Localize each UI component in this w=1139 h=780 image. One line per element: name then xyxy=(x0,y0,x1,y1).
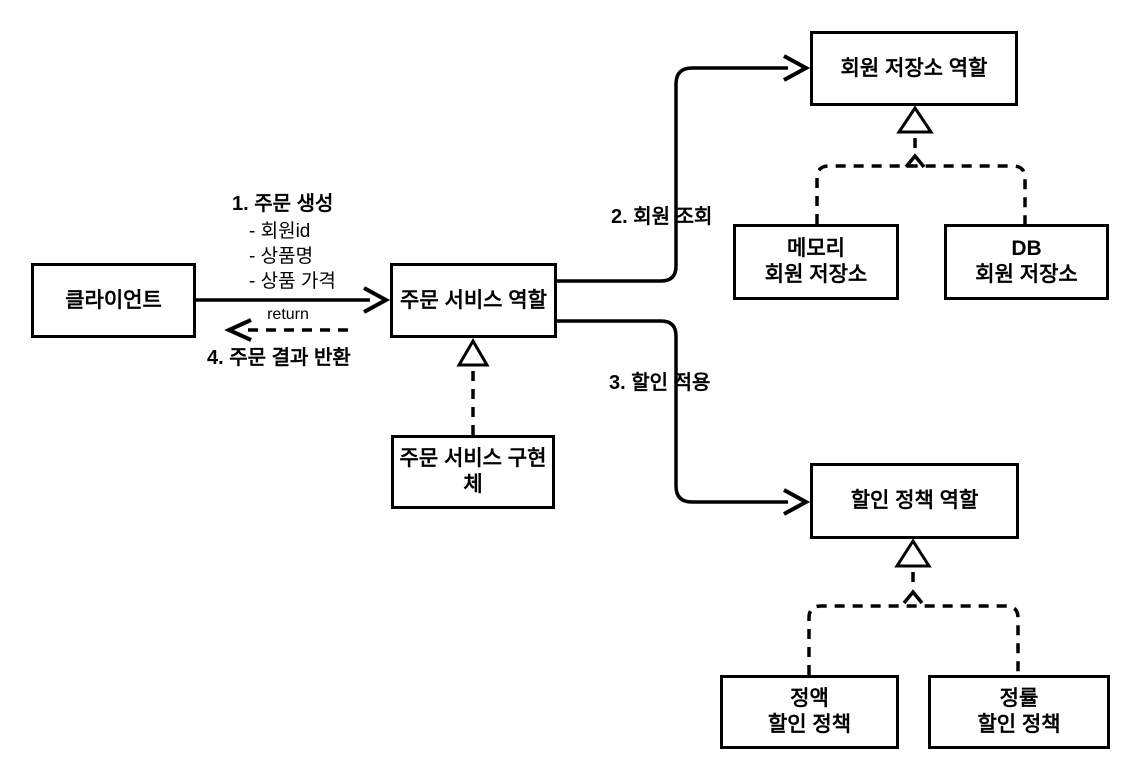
node-db-member-repo: DB 회원 저장소 xyxy=(944,224,1109,300)
node-order-service-role-label: 주문 서비스 역할 xyxy=(400,288,547,312)
node-rate-discount-policy: 정률 할인 정책 xyxy=(928,675,1110,749)
label-return: return xyxy=(267,306,309,323)
arrow-discount-apply-head-icon xyxy=(783,488,811,516)
node-order-service-impl: 주문 서비스 구현체 xyxy=(391,435,555,509)
node-client: 클라이언트 xyxy=(31,263,196,338)
node-rate-discount-policy-line1: 정률 xyxy=(999,687,1039,711)
policy-tree-branch-line xyxy=(807,604,1020,675)
node-order-service-role: 주문 서비스 역할 xyxy=(390,263,557,338)
arrow-order-create-head-icon xyxy=(363,286,391,314)
label-step1-item3: - 상품 가격 xyxy=(249,271,336,292)
node-fixed-discount-policy-line1: 정액 xyxy=(790,687,829,711)
arrow-return-head-icon xyxy=(224,318,252,342)
member-tree-chevron-icon xyxy=(904,153,926,169)
generalization-triangle-icon xyxy=(896,105,934,134)
node-db-member-repo-line2: 회원 저장소 xyxy=(975,263,1078,286)
node-db-member-repo-line1: DB xyxy=(1011,237,1042,261)
label-step1-item1: - 회원id xyxy=(249,221,311,242)
node-memory-member-repo: 메모리 회원 저장소 xyxy=(733,224,899,300)
arrow-discount-apply-line xyxy=(557,319,788,504)
node-fixed-discount-policy: 정액 할인 정책 xyxy=(720,675,899,749)
label-step3: 3. 할인 적용 xyxy=(609,372,711,394)
node-order-service-impl-label: 주문 서비스 구현체 xyxy=(399,447,547,496)
node-discount-policy-role: 할인 정책 역할 xyxy=(810,463,1019,539)
generalization-triangle-icon xyxy=(456,338,490,367)
arrow-member-lookup-head-icon xyxy=(783,54,811,82)
node-member-repo-role: 회원 저장소 역할 xyxy=(810,31,1018,106)
node-rate-discount-policy-line2: 할인 정책 xyxy=(977,713,1061,736)
label-step1-title: 1. 주문 생성 xyxy=(232,193,334,215)
node-discount-policy-role-label: 할인 정책 역할 xyxy=(850,489,979,513)
generalization-triangle-icon xyxy=(894,538,932,568)
label-step4: 4. 주문 결과 반환 xyxy=(207,347,351,369)
node-fixed-discount-policy-line2: 할인 정책 xyxy=(767,713,852,736)
node-memory-member-repo-line1: 메모리 xyxy=(787,237,845,261)
policy-tree-chevron-icon xyxy=(902,589,924,605)
member-tree-branch-line xyxy=(815,164,1027,224)
arrow-member-lookup-line xyxy=(557,66,788,283)
label-step2: 2. 회원 조회 xyxy=(611,206,713,228)
label-step1-item2: - 상품명 xyxy=(249,246,314,267)
node-client-label: 클라이언트 xyxy=(65,288,162,312)
node-member-repo-role-label: 회원 저장소 역할 xyxy=(840,56,988,80)
node-memory-member-repo-line2: 회원 저장소 xyxy=(764,263,868,286)
